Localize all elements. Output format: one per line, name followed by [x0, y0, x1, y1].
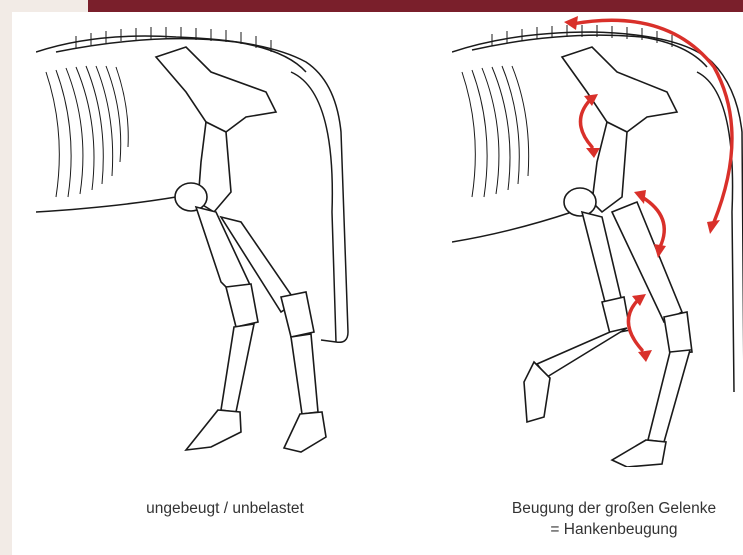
- vertebrae: [76, 27, 271, 52]
- belly-line: [452, 212, 572, 242]
- caption-flexed: Beugung der großen Gelenke = Hankenbeugu…: [474, 498, 743, 540]
- skeleton-flexed: [452, 12, 743, 467]
- arrowhead: [638, 350, 652, 362]
- header-bar: [88, 0, 743, 12]
- caption-flexed-line1: Beugung der großen Gelenke: [474, 498, 743, 519]
- rib-cage: [462, 66, 529, 197]
- arrowhead: [564, 16, 578, 30]
- rib-cage: [46, 66, 128, 197]
- hock-joint-front: [226, 284, 258, 327]
- cannon-front: [221, 324, 254, 412]
- caption-unflexed: ungebeugt / unbelastet: [110, 498, 340, 519]
- hock-joint-rear: [281, 292, 314, 337]
- tibia: [582, 212, 622, 310]
- hoof-front: [186, 410, 241, 450]
- tail: [697, 72, 734, 392]
- figure-panel: ungebeugt / unbelastet Beugung der große…: [12, 12, 743, 555]
- hoof-rear: [284, 412, 326, 452]
- skeleton-unflexed: [36, 12, 376, 467]
- arrowhead: [707, 220, 720, 234]
- cannon-front: [537, 328, 627, 377]
- arrow-hip: [580, 100, 592, 147]
- femur: [592, 122, 627, 212]
- cannon-rear: [291, 334, 318, 414]
- hoof-rear: [612, 440, 666, 467]
- belly-line: [36, 197, 176, 212]
- caption-flexed-line2: = Hankenbeugung: [474, 519, 743, 540]
- arrow-hock: [628, 300, 642, 350]
- stifle-joint: [175, 183, 207, 211]
- stifle-joint: [564, 188, 596, 216]
- hock-joint-rear: [664, 312, 692, 354]
- pelvis: [156, 47, 276, 132]
- cannon-rear: [648, 350, 690, 442]
